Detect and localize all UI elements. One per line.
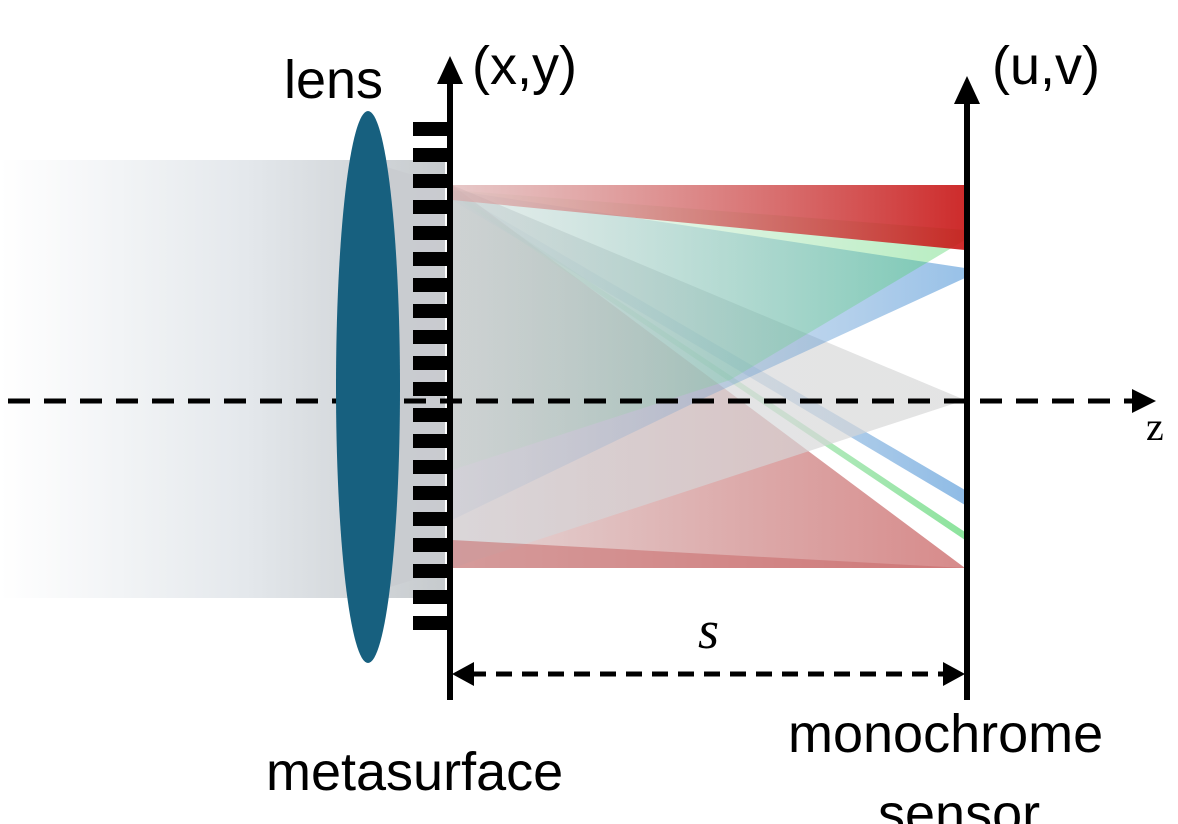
metasurface-pillar — [413, 252, 450, 266]
metasurface-pillar — [413, 538, 450, 552]
metasurface-pillar — [413, 590, 450, 604]
distance-arrowhead-left — [452, 662, 474, 686]
beam-red-top — [452, 185, 965, 250]
beam-red-bottom-wedge — [452, 540, 965, 568]
metasurface-pillar — [413, 200, 450, 214]
metasurface-pillar — [413, 148, 450, 162]
sensor-label-line1: monochrome — [788, 704, 1103, 764]
metasurface-pillar — [413, 486, 450, 500]
lens-label: lens — [284, 50, 383, 110]
metasurface-pillar — [413, 434, 450, 448]
metasurface-label: metasurface — [266, 742, 563, 802]
metasurface-structure — [413, 122, 450, 630]
metasurface-pillar — [413, 382, 450, 396]
metasurface-pillar — [413, 356, 450, 370]
metasurface-pillar — [413, 226, 450, 240]
metasurface-axis-arrowhead — [437, 56, 463, 84]
sensor-plane-label: (u,v) — [992, 36, 1100, 96]
metasurface-pillar — [413, 512, 450, 526]
metasurface-plane-label: (x,y) — [472, 36, 577, 96]
sensor-axis-arrowhead — [954, 76, 980, 104]
metasurface-pillar — [413, 304, 450, 318]
metasurface-pillar — [413, 564, 450, 578]
metasurface-pillar — [413, 460, 450, 474]
z-axis-arrowhead — [1132, 389, 1156, 413]
metasurface-pillar — [413, 278, 450, 292]
metasurface-pillar — [413, 330, 450, 344]
beam-green-upper — [452, 190, 965, 470]
sensor-label-line2: sensor — [878, 784, 1040, 824]
z-axis-label: z — [1146, 404, 1164, 449]
metasurface-pillar — [413, 122, 450, 136]
metasurface-pillar — [413, 174, 450, 188]
distance-arrowhead-right — [943, 662, 965, 686]
metasurface-pillar — [413, 408, 450, 422]
metasurface-pillar — [413, 616, 450, 630]
distance-label: s — [698, 600, 719, 660]
lens-shape — [336, 111, 400, 663]
